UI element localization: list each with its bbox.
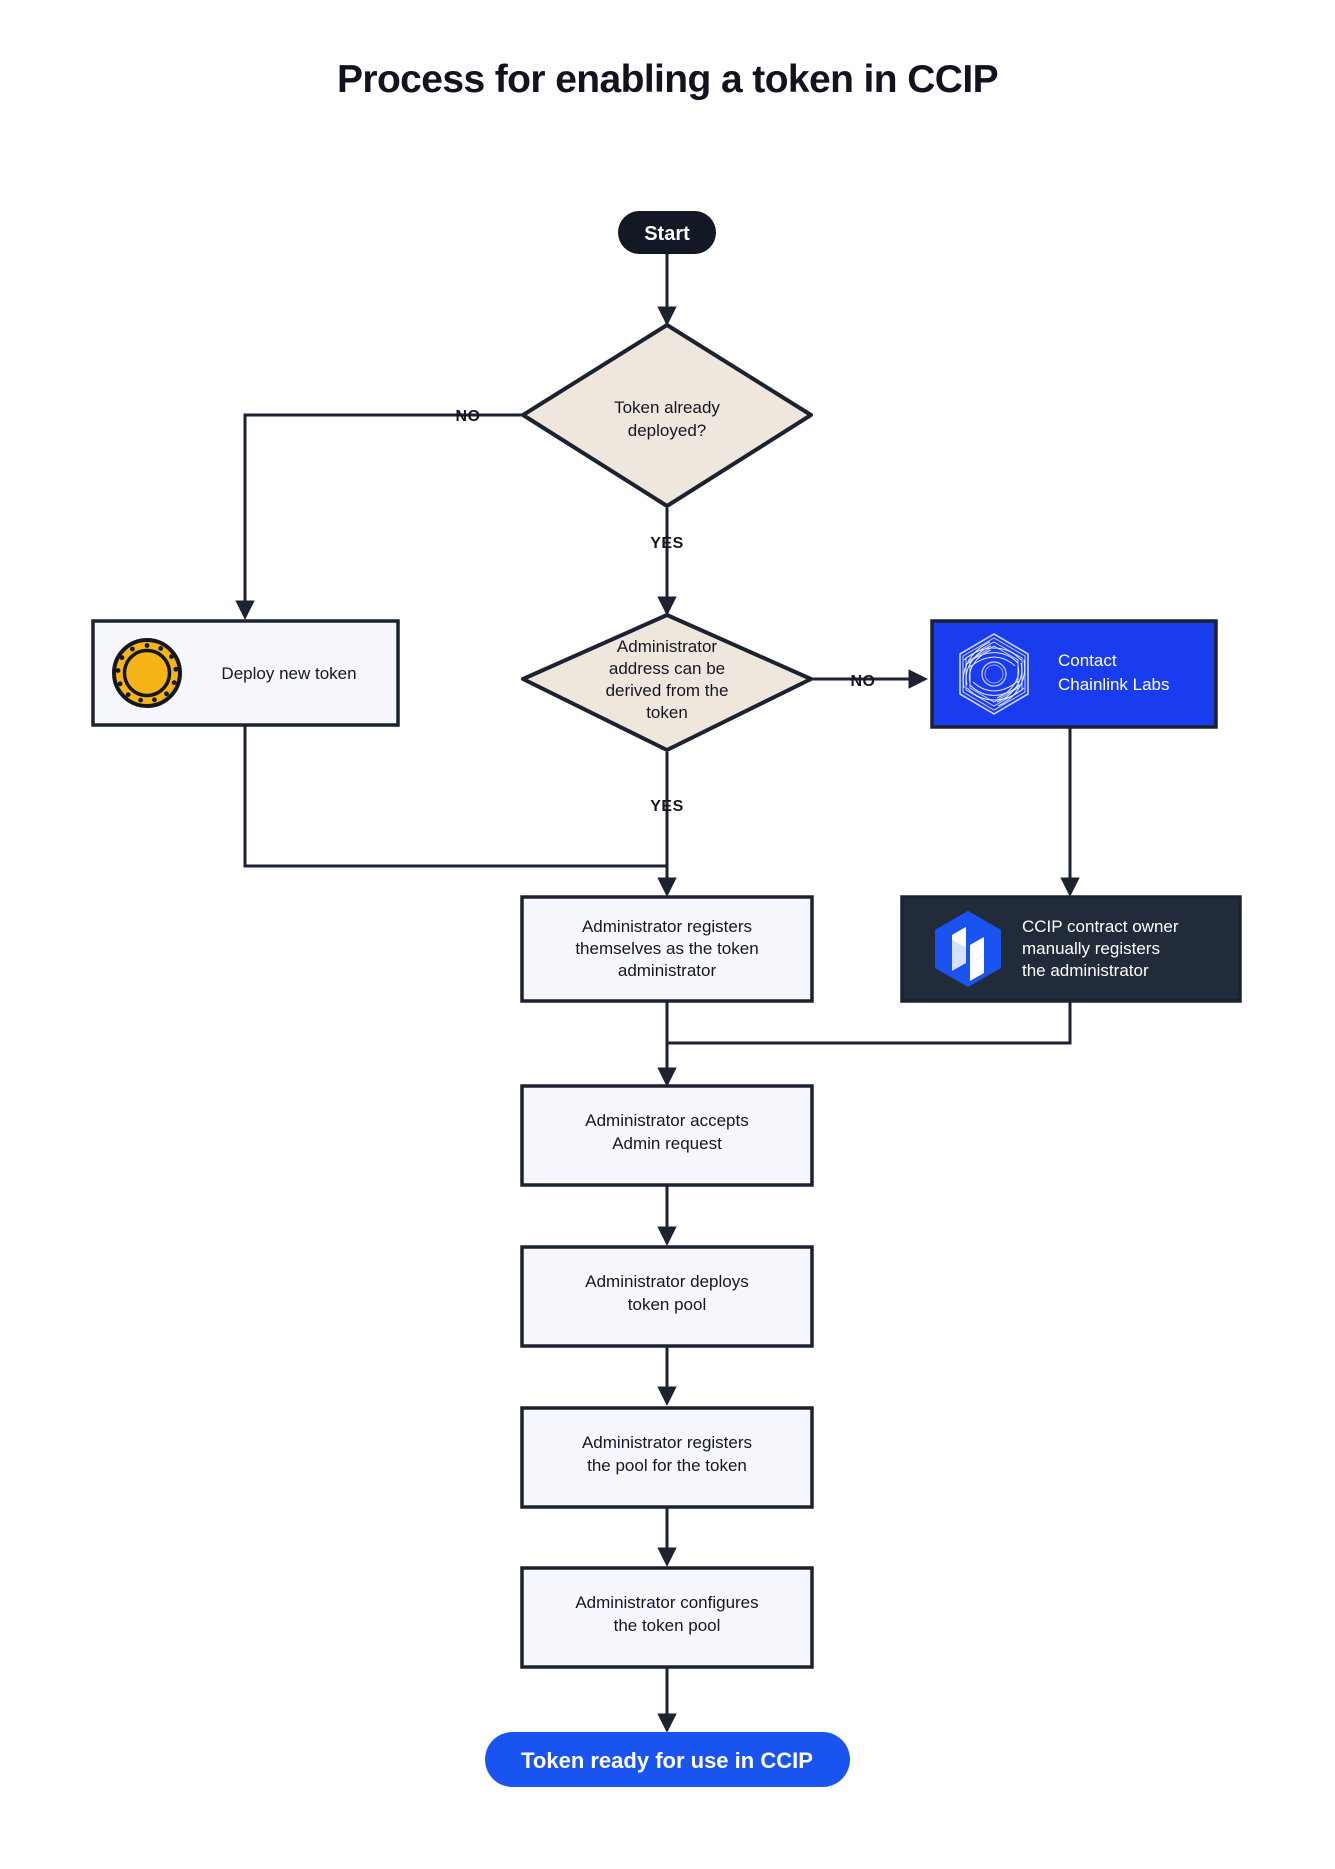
node-decision-admin-derived[interactable]: Administrator address can be derived fro… bbox=[521, 613, 813, 752]
admin-deploys-pool-box-shape bbox=[520, 1245, 814, 1348]
admin-accepts-box-shape bbox=[520, 1084, 814, 1187]
gold-coin-icon bbox=[112, 638, 182, 708]
end-pill-label: Token ready for use in CCIP bbox=[521, 1748, 813, 1773]
node-end-token-ready[interactable]: Token ready for use in CCIP bbox=[485, 1732, 850, 1787]
admin-configures-pool-line-2: the token pool bbox=[614, 1616, 721, 1635]
chainlink-logo-icon bbox=[959, 633, 1029, 715]
edge-label-yes-admin-derived: YES bbox=[650, 798, 684, 815]
ccip-logo-icon bbox=[935, 911, 1001, 987]
decision2-line-2: address can be bbox=[609, 659, 725, 678]
node-ccip-contract-owner[interactable]: CCIP contract owner manually registers t… bbox=[900, 895, 1242, 1003]
admin-configures-pool-box-shape bbox=[520, 1566, 814, 1669]
admin-registers-pool-line-1: Administrator registers bbox=[582, 1433, 752, 1452]
edge-label-no-admin-derived: NO bbox=[851, 673, 876, 690]
admin-deploys-pool-line-1: Administrator deploys bbox=[585, 1272, 748, 1291]
node-admin-registers-self[interactable]: Administrator registers themselves as th… bbox=[520, 895, 814, 1003]
contact-chainlink-line-1: Contact bbox=[1058, 651, 1117, 670]
admin-registers-box-shape bbox=[520, 895, 814, 1003]
edge-ccipowner-merge bbox=[667, 1001, 1072, 1045]
decision2-diamond-shape bbox=[521, 613, 813, 752]
contact-chainlink-box-shape bbox=[930, 619, 1218, 729]
node-contact-chainlink-labs[interactable]: Contact Chainlink Labs bbox=[930, 619, 1218, 729]
node-admin-deploys-pool[interactable]: Administrator deploys token pool bbox=[520, 1245, 814, 1348]
contact-chainlink-line-2: Chainlink Labs bbox=[1058, 675, 1170, 694]
node-decision-token-deployed[interactable]: Token already deployed? bbox=[521, 323, 813, 508]
decision1-line-2: deployed? bbox=[628, 421, 706, 440]
edge-label-yes-token-deployed: YES bbox=[650, 535, 684, 552]
page-title: Process for enabling a token in CCIP bbox=[336, 58, 999, 101]
admin-registers-pool-line-2: the pool for the token bbox=[587, 1456, 747, 1475]
end-pill-shape bbox=[485, 1732, 850, 1787]
node-admin-accepts-request[interactable]: Administrator accepts Admin request bbox=[520, 1084, 814, 1187]
admin-configures-pool-line-1: Administrator configures bbox=[575, 1593, 758, 1612]
decision1-diamond-shape bbox=[521, 323, 813, 508]
edge-group bbox=[235, 247, 1080, 1733]
admin-accepts-line-2: Admin request bbox=[612, 1134, 722, 1153]
decision1-line-1: Token already bbox=[614, 398, 720, 417]
edge-label-no-token-deployed: NO bbox=[456, 408, 481, 425]
node-deploy-new-token[interactable]: Deploy new token bbox=[91, 619, 400, 727]
start-label: Start bbox=[644, 223, 690, 245]
admin-accepts-line-1: Administrator accepts bbox=[585, 1111, 748, 1130]
admin-deploys-pool-line-2: token pool bbox=[628, 1295, 706, 1314]
admin-registers-line-1: Administrator registers bbox=[582, 917, 752, 936]
node-admin-registers-pool[interactable]: Administrator registers the pool for the… bbox=[520, 1406, 814, 1509]
admin-registers-pool-box-shape bbox=[520, 1406, 814, 1509]
node-admin-configures-pool[interactable]: Administrator configures the token pool bbox=[520, 1566, 814, 1669]
decision2-line-4: token bbox=[646, 703, 688, 722]
start-pill-shape bbox=[618, 211, 716, 254]
admin-registers-line-2: themselves as the token bbox=[575, 939, 758, 958]
deploy-token-label: Deploy new token bbox=[221, 664, 356, 683]
ccip-owner-line-2: manually registers bbox=[1022, 939, 1160, 958]
ccip-owner-line-1: CCIP contract owner bbox=[1022, 917, 1179, 936]
node-start[interactable]: Start bbox=[618, 211, 716, 254]
admin-registers-line-3: administrator bbox=[618, 961, 717, 980]
decision2-line-3: derived from the bbox=[606, 681, 729, 700]
edge-deploy-merge bbox=[243, 725, 667, 868]
ccip-owner-line-3: the administrator bbox=[1022, 961, 1149, 980]
decision2-line-1: Administrator bbox=[617, 637, 717, 656]
edge-decision1-no bbox=[235, 413, 528, 620]
